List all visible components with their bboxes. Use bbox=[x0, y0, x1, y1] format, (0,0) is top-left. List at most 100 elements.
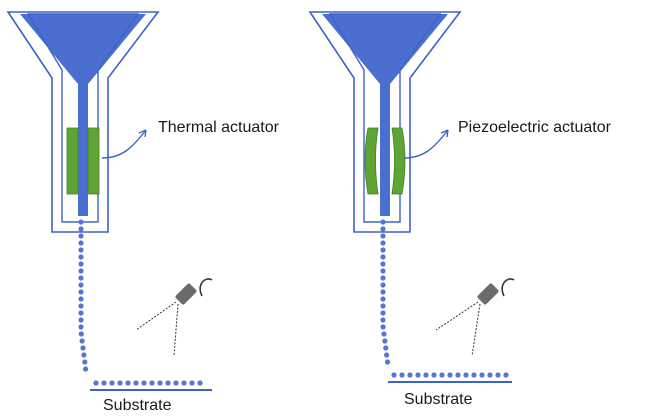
piezoelectric-panel: Substrate Piezoelectric actuator bbox=[308, 11, 612, 408]
substrate-droplets-thermal bbox=[93, 380, 203, 386]
piezoelectric-actuator-label: Piezoelectric actuator bbox=[458, 119, 612, 136]
ink-droplet bbox=[78, 275, 84, 281]
ink-droplet bbox=[380, 317, 386, 323]
deposited-droplet bbox=[173, 380, 179, 386]
droplet-stream-piezo bbox=[380, 219, 391, 365]
ink-droplet bbox=[384, 352, 390, 358]
piezo-nozzle bbox=[308, 11, 462, 233]
ink-droplet bbox=[78, 226, 84, 232]
ink-droplet bbox=[380, 303, 386, 309]
thermal-panel: Substrate Thermal actuator bbox=[6, 11, 280, 414]
arrowhead-icon bbox=[440, 129, 449, 138]
deposited-droplet bbox=[149, 380, 155, 386]
ink-droplet bbox=[78, 268, 84, 274]
droplet-stream-thermal bbox=[78, 219, 89, 372]
nozzle-outer-housing bbox=[308, 11, 462, 233]
piezo-actuator-left bbox=[364, 127, 379, 195]
ink-droplet bbox=[78, 261, 84, 267]
deposited-droplet bbox=[447, 372, 453, 378]
ink-droplet bbox=[78, 303, 84, 309]
arrowhead-icon bbox=[138, 129, 147, 138]
deposited-droplet bbox=[117, 380, 123, 386]
deposited-droplet bbox=[157, 380, 163, 386]
deposited-droplet bbox=[101, 380, 107, 386]
substrate-label-piezo: Substrate bbox=[404, 391, 473, 408]
ink-droplet bbox=[380, 247, 386, 253]
ink-droplet bbox=[384, 359, 391, 365]
deposited-droplet bbox=[399, 372, 405, 378]
deposited-droplet bbox=[197, 380, 203, 386]
ink-droplet bbox=[383, 345, 389, 351]
ink-droplet bbox=[382, 338, 388, 344]
deposited-droplet bbox=[165, 380, 171, 386]
thermal-actuator-left bbox=[66, 127, 79, 195]
ink-droplet bbox=[81, 352, 87, 358]
deposited-droplet bbox=[109, 380, 115, 386]
deposited-droplet bbox=[133, 380, 139, 386]
ink-droplet bbox=[78, 219, 84, 225]
ink-droplet bbox=[82, 359, 88, 365]
ink-droplet bbox=[380, 296, 386, 302]
ink-droplet bbox=[78, 282, 84, 288]
ink-droplet bbox=[78, 317, 84, 323]
actuator-callout-arrow-thermal bbox=[101, 129, 147, 159]
ink-droplet bbox=[78, 289, 84, 295]
ink-droplet bbox=[380, 240, 386, 246]
ink-droplet bbox=[83, 366, 89, 372]
ink-droplet bbox=[380, 254, 386, 260]
thermal-nozzle bbox=[6, 11, 160, 233]
ink-reservoir bbox=[322, 14, 448, 84]
thermal-actuator-label: Thermal actuator bbox=[158, 119, 280, 136]
piezo-actuator-right bbox=[391, 127, 406, 195]
ink-droplet bbox=[380, 310, 386, 316]
deposited-droplet bbox=[495, 372, 501, 378]
deposited-droplet bbox=[423, 372, 429, 378]
ink-droplet bbox=[78, 331, 84, 337]
thermal-actuator-right bbox=[87, 127, 100, 195]
deposited-droplet bbox=[455, 372, 461, 378]
deposited-droplet bbox=[463, 372, 469, 378]
deposited-droplet bbox=[471, 372, 477, 378]
ink-reservoir bbox=[20, 14, 146, 84]
ink-droplet bbox=[380, 261, 386, 267]
ink-channel bbox=[380, 82, 390, 216]
substrate-label-thermal: Substrate bbox=[103, 397, 172, 414]
ink-droplet bbox=[380, 226, 386, 232]
deposited-droplet bbox=[125, 380, 131, 386]
nozzle-inner-housing bbox=[26, 13, 140, 223]
ink-droplet bbox=[78, 296, 84, 302]
ink-droplet bbox=[78, 254, 84, 260]
ink-droplet bbox=[78, 247, 84, 253]
deposited-droplet bbox=[431, 372, 437, 378]
ink-droplet bbox=[78, 240, 84, 246]
ink-droplet bbox=[380, 289, 386, 295]
ink-droplet bbox=[380, 219, 386, 225]
inspection-camera-icon bbox=[135, 278, 213, 357]
deposited-droplet bbox=[391, 372, 397, 378]
ink-droplet bbox=[380, 282, 386, 288]
ink-droplet bbox=[380, 324, 386, 330]
deposited-droplet bbox=[439, 372, 445, 378]
deposited-droplet bbox=[479, 372, 485, 378]
deposited-droplet bbox=[93, 380, 99, 386]
ink-channel bbox=[78, 82, 88, 216]
ink-droplet bbox=[381, 331, 387, 337]
ink-droplet bbox=[78, 324, 84, 330]
ink-droplet bbox=[380, 268, 386, 274]
deposited-droplet bbox=[181, 380, 187, 386]
ink-droplet bbox=[78, 310, 84, 316]
deposited-droplet bbox=[487, 372, 493, 378]
deposited-droplet bbox=[189, 380, 195, 386]
ink-droplet bbox=[78, 233, 84, 239]
deposited-droplet bbox=[503, 372, 509, 378]
nozzle-inner-housing bbox=[328, 13, 442, 223]
deposited-droplet bbox=[415, 372, 421, 378]
ink-droplet bbox=[79, 338, 85, 344]
deposited-droplet bbox=[141, 380, 147, 386]
ink-droplet bbox=[80, 345, 86, 351]
ink-droplet bbox=[380, 275, 386, 281]
nozzle-outer-housing bbox=[6, 11, 160, 233]
ink-droplet bbox=[380, 233, 386, 239]
actuator-callout-arrow-piezo bbox=[403, 129, 449, 159]
